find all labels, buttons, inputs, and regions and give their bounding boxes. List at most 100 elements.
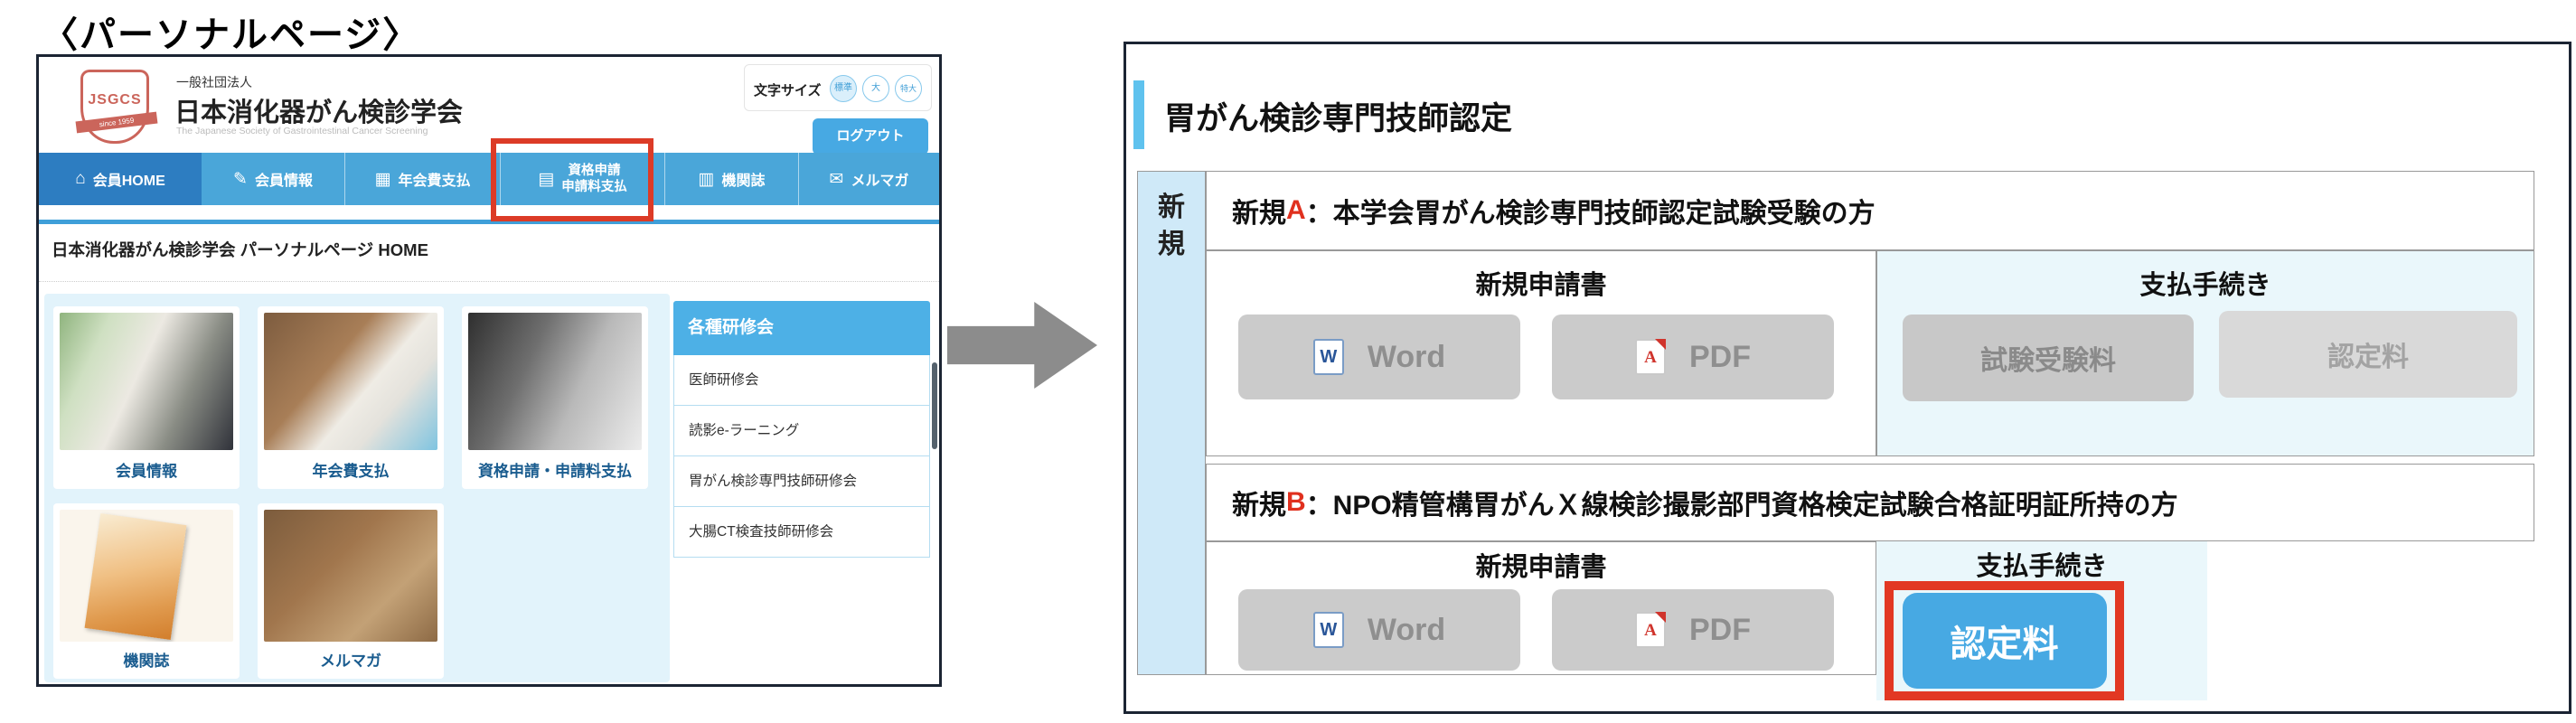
- logout-button[interactable]: ログアウト: [813, 118, 928, 155]
- nav-label: メルマガ: [851, 174, 909, 189]
- home-content-area: 会員情報 年会費支払 資格申請・申請料支払 機関誌 メルマガ: [44, 294, 670, 682]
- card-label: 会員情報: [116, 463, 177, 480]
- row-group-char: 規: [1158, 229, 1185, 259]
- card-member-info[interactable]: 会員情報: [53, 306, 240, 489]
- sidebar-item-gastric-technician-training[interactable]: 胃がん検診専門技師研修会: [673, 456, 930, 507]
- pdf-label: PDF: [1689, 339, 1751, 374]
- header-divider: [39, 220, 939, 224]
- document-icon: ▤: [538, 169, 555, 189]
- arrow-right-icon: [947, 302, 1097, 389]
- nav-qualification-application[interactable]: ▤ 資格申請 申請料支払: [500, 153, 664, 205]
- desk-with-laptops-photo: [264, 510, 437, 642]
- nav-mail-magazine[interactable]: ✉ メルマガ: [798, 153, 939, 205]
- org-name-english: The Japanese Society of Gastrointestinal…: [176, 126, 428, 136]
- word-label: Word: [1367, 612, 1446, 647]
- section-b-payment-cell: 支払手続き 認定料: [1876, 541, 2207, 700]
- nav-label-line1: 資格申請: [568, 163, 621, 178]
- section-a-content: 新規申請書 Word PDF 支払手続き 試験受験料 認定料: [1206, 250, 2534, 456]
- main-navbar: ⌂ 会員HOME ✎ 会員情報 ▦ 年会費支払 ▤ 資格申請 申請料支払 ▥ 機…: [39, 153, 939, 205]
- card-label: メルマガ: [320, 653, 381, 670]
- breadcrumb-divider: [39, 281, 939, 282]
- application-form-header: 新規申請書: [1475, 553, 1607, 582]
- word-download-button[interactable]: Word: [1238, 315, 1520, 399]
- person-writing-photo: [468, 313, 642, 450]
- sidebar-header: 各種研修会: [673, 301, 930, 355]
- nav-label: 会員HOME: [92, 174, 165, 189]
- scrollbar-thumb[interactable]: [932, 362, 937, 449]
- payment-highlight-red-box: 認定料: [1885, 581, 2124, 700]
- card-label: 年会費支払: [312, 463, 390, 480]
- pencil-icon: ✎: [233, 169, 248, 189]
- card-journal[interactable]: 機関誌: [53, 503, 240, 679]
- title-accent-bar: [1133, 80, 1144, 149]
- card-qualification-application[interactable]: 資格申請・申請料支払: [462, 306, 648, 489]
- calculator-photo: [264, 313, 437, 450]
- row-group-char: 新: [1158, 192, 1185, 222]
- nav-member-info[interactable]: ✎ 会員情報: [202, 153, 344, 205]
- word-file-icon: [1312, 612, 1344, 648]
- training-sidebar: 各種研修会 医師研修会 読影e-ラーニング 胃がん検診専門技師研修会 大腸CT検…: [673, 301, 930, 558]
- pdf-file-icon: [1635, 612, 1666, 648]
- logo-acronym: JSGCS: [88, 92, 142, 108]
- card-label: 資格申請・申請料支払: [478, 463, 632, 480]
- nav-member-home[interactable]: ⌂ 会員HOME: [39, 153, 202, 205]
- row-group-label-new: 新 規: [1137, 171, 1206, 675]
- font-size-control: 文字サイズ 標準 大 特大: [744, 64, 932, 111]
- nav-label: 会員情報: [254, 174, 313, 189]
- nav-label: 年会費支払: [398, 174, 471, 189]
- section-prefix: 新規: [1232, 491, 1286, 521]
- typing-on-laptop-photo: [60, 313, 233, 450]
- pdf-file-icon: [1635, 339, 1666, 375]
- section-a-payment-cell: 支払手続き 試験受験料 認定料: [1876, 250, 2534, 456]
- application-form-header: 新規申請書: [1475, 271, 1607, 300]
- pdf-download-button[interactable]: PDF: [1552, 589, 1834, 671]
- home-icon: ⌂: [75, 169, 86, 188]
- nav-annual-fee[interactable]: ▦ 年会費支払: [344, 153, 500, 205]
- section-a-application-cell: 新規申請書 Word PDF: [1206, 250, 1876, 456]
- section-description: ：NPO精管構胃がんＸ線検診撮影部門資格検定試験合格証明証所持の方: [1305, 491, 2178, 521]
- section-b-content: 新規申請書 Word PDF 支払手続き 認定料: [1206, 541, 2534, 700]
- exam-fee-button[interactable]: 試験受験料: [1903, 315, 2194, 401]
- word-file-icon: [1312, 339, 1344, 375]
- section-description: ：本学会胃がん検診専門技師認定試験受験の方: [1305, 199, 1876, 229]
- mail-icon: ✉: [829, 169, 844, 189]
- org-name: 日本消化器がん検診学会: [174, 99, 464, 127]
- page-title: 〈パーソナルページ〉: [42, 15, 421, 55]
- payment-header: 支払手続き: [2139, 271, 2271, 300]
- calendar-icon: ▦: [374, 169, 391, 189]
- payment-header: 支払手続き: [1976, 552, 2108, 581]
- card-mail-magazine[interactable]: メルマガ: [258, 503, 444, 679]
- pdf-label: PDF: [1689, 612, 1751, 647]
- society-logo: JSGCS since 1959: [75, 70, 158, 144]
- section-b-application-cell: 新規申請書 Word PDF: [1206, 541, 1876, 675]
- pdf-download-button[interactable]: PDF: [1552, 315, 1834, 399]
- journal-cover-photo: [60, 510, 233, 642]
- nav-journal[interactable]: ▥ 機関誌: [664, 153, 798, 205]
- font-size-label: 文字サイズ: [754, 83, 822, 99]
- logo-ribbon: since 1959: [75, 111, 158, 134]
- section-letter: B: [1286, 487, 1306, 517]
- word-download-button[interactable]: Word: [1238, 589, 1520, 671]
- certification-title: 胃がん検診専門技師認定: [1164, 101, 1513, 136]
- font-size-xlarge-button[interactable]: 特大: [895, 75, 922, 102]
- nav-highlight-red-box: [491, 138, 653, 221]
- font-size-standard-button[interactable]: 標準: [830, 75, 857, 102]
- journal-cover-art: [84, 512, 187, 641]
- sidebar-item-doctor-training[interactable]: 医師研修会: [673, 355, 930, 406]
- card-label: 機関誌: [123, 653, 170, 670]
- breadcrumb: 日本消化器がん検診学会 パーソナルページ HOME: [52, 240, 428, 259]
- font-size-large-button[interactable]: 大: [862, 75, 889, 102]
- card-annual-fee[interactable]: 年会費支払: [258, 306, 444, 489]
- personal-page-screenshot: JSGCS since 1959 一般社団法人 日本消化器がん検診学会 The …: [36, 54, 942, 687]
- certification-fee-button-disabled[interactable]: 認定料: [2219, 311, 2517, 398]
- sidebar-item-elearning[interactable]: 読影e-ラーニング: [673, 406, 930, 456]
- sidebar-item-ct-technician-training[interactable]: 大腸CT検査技師研修会: [673, 507, 930, 558]
- section-letter: A: [1286, 195, 1306, 225]
- certification-fee-button[interactable]: 認定料: [1902, 593, 2107, 689]
- section-prefix: 新規: [1232, 199, 1286, 229]
- book-icon: ▥: [698, 169, 715, 189]
- org-type-label: 一般社団法人: [176, 75, 252, 89]
